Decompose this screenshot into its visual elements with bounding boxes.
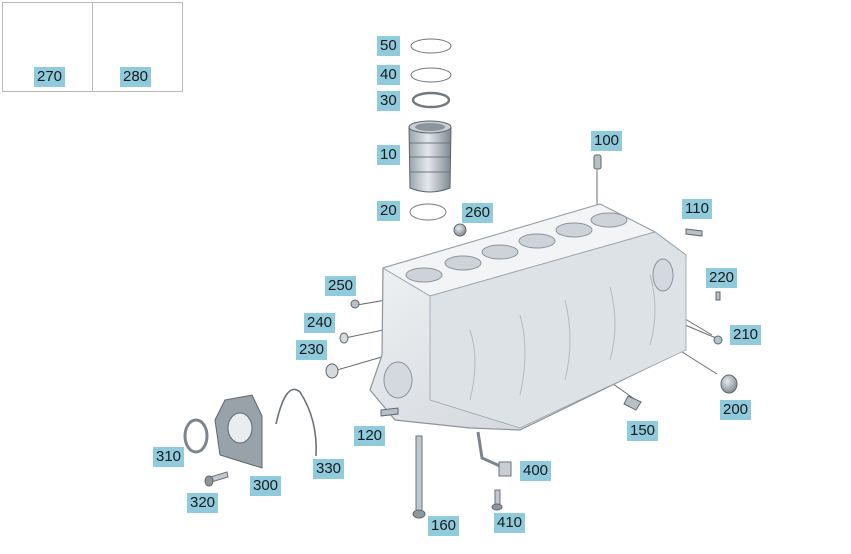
engine-block-shape — [369, 203, 687, 431]
gasket-330-shape — [275, 388, 317, 457]
callout-160[interactable]: 160 — [428, 516, 460, 536]
piston-rings — [409, 38, 452, 221]
callout-150[interactable]: 150 — [627, 421, 659, 441]
callout-100[interactable]: 100 — [591, 131, 623, 151]
callout-310[interactable]: 310 — [153, 447, 185, 467]
bolt-160-shape — [412, 435, 426, 519]
callout-260[interactable]: 260 — [462, 203, 494, 223]
cover-300-shape — [214, 394, 263, 469]
small-parts — [325, 154, 738, 417]
bolt-320-shape — [204, 471, 229, 487]
bolt-410-shape — [491, 489, 503, 511]
callout-110[interactable]: 110 — [682, 199, 712, 219]
callout-250[interactable]: 250 — [325, 276, 357, 296]
callout-210[interactable]: 210 — [730, 325, 762, 345]
callout-220[interactable]: 220 — [706, 268, 738, 288]
seal-ring-310-shape — [183, 418, 209, 454]
callout-120[interactable]: 120 — [354, 426, 386, 446]
callout-300[interactable]: 300 — [250, 476, 282, 496]
callout-320[interactable]: 320 — [187, 493, 219, 513]
cylinder-liner-shape — [408, 120, 452, 193]
callout-30[interactable]: 30 — [377, 91, 400, 111]
callout-400[interactable]: 400 — [520, 461, 552, 481]
callout-240[interactable]: 240 — [304, 313, 336, 333]
callout-50[interactable]: 50 — [377, 36, 400, 56]
callout-200[interactable]: 200 — [720, 400, 752, 420]
callout-20[interactable]: 20 — [377, 201, 400, 221]
callout-270[interactable]: 270 — [34, 67, 66, 87]
callout-410[interactable]: 410 — [494, 513, 526, 533]
oil-line-400-shape — [476, 431, 512, 477]
callout-230[interactable]: 230 — [296, 340, 328, 360]
callout-330[interactable]: 330 — [313, 459, 345, 479]
callout-10[interactable]: 10 — [377, 145, 400, 165]
callout-40[interactable]: 40 — [377, 65, 400, 85]
callout-280[interactable]: 280 — [120, 67, 152, 87]
